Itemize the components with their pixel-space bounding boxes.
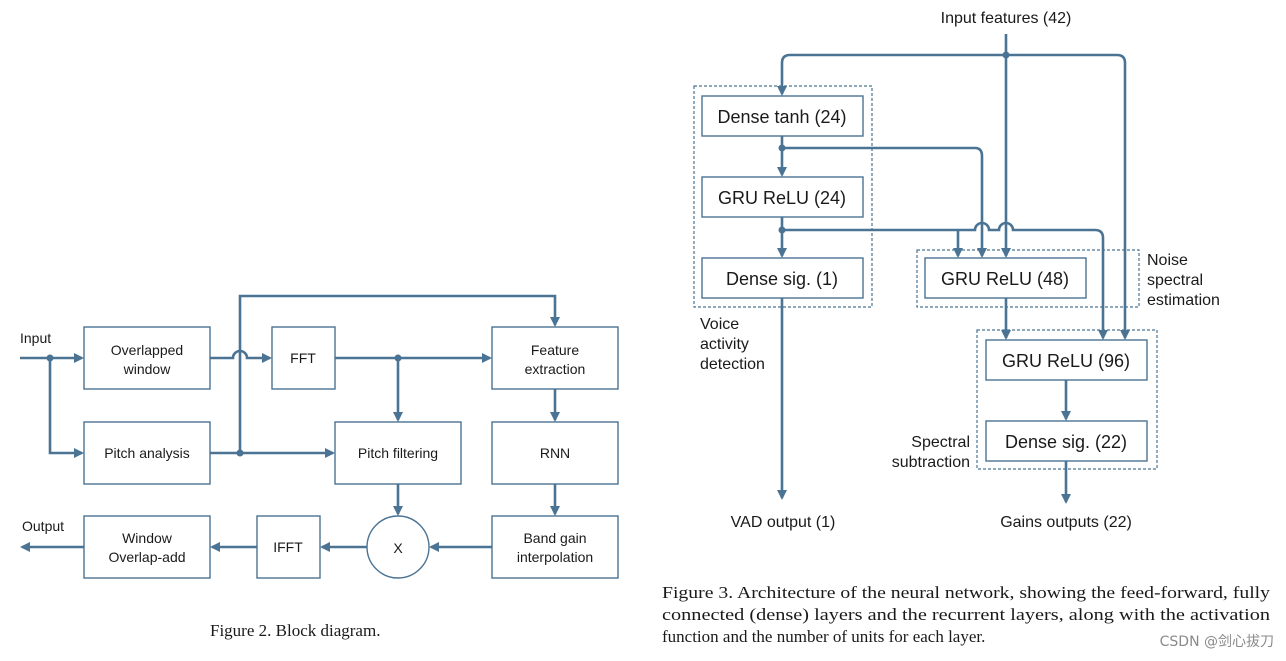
band-gain-label-2: interpolation xyxy=(517,549,593,565)
spectral-group xyxy=(976,329,1158,470)
figure2-caption: Figure 2. Block diagram. xyxy=(210,621,380,640)
figure2-block-diagram: Input Output Overlapped window FFT Featu… xyxy=(20,294,619,640)
feature-extraction-label-2: extraction xyxy=(525,361,586,377)
overlapped-window-label-2: window xyxy=(123,361,172,377)
input-to-dense-tanh xyxy=(777,53,1006,96)
watermark-text: CSDN @剑心拔刀 xyxy=(1160,634,1274,650)
dense-tanh-label: Dense tanh (24) xyxy=(717,107,846,127)
rnn-label: RNN xyxy=(540,445,570,461)
dense-tanh-box xyxy=(701,95,864,137)
vad-label-2: activity xyxy=(700,336,749,353)
dense-sig-22-label: Dense sig. (22) xyxy=(1005,432,1127,452)
pitch-filtering-label: Pitch filtering xyxy=(358,445,438,461)
gru24-to-gru-96 xyxy=(782,221,1108,340)
rnn-box xyxy=(491,421,619,485)
vad-output-label: VAD output (1) xyxy=(731,514,836,531)
input-label: Input xyxy=(20,330,51,346)
window-overlap-add-label-1: Window xyxy=(122,530,173,546)
figure3-caption-line-2: connected (dense) layers and the recurre… xyxy=(662,605,1271,624)
feature-extraction-label-1: Feature xyxy=(531,342,579,358)
multiply-label: X xyxy=(393,540,403,556)
noise-label-1: Noise xyxy=(1147,252,1188,269)
gru-relu-24-label: GRU ReLU (24) xyxy=(718,188,846,208)
band-gain-box xyxy=(491,515,619,579)
pitch-analysis-box xyxy=(83,421,211,485)
pitch-filtering-box xyxy=(334,421,462,485)
pitch-analysis-label: Pitch analysis xyxy=(104,445,190,461)
dense-sig-1-label: Dense sig. (1) xyxy=(726,269,838,289)
window-overlap-add-box xyxy=(83,515,211,579)
noise-group xyxy=(916,249,1140,308)
gru-relu-48-label: GRU ReLU (48) xyxy=(941,269,1069,289)
feature-extraction-box xyxy=(491,326,619,390)
gru-relu-96-label: GRU ReLU (96) xyxy=(1002,351,1130,371)
vad-label-3: detection xyxy=(700,356,765,373)
gru-relu-24-box xyxy=(701,176,864,218)
vad-label-1: Voice xyxy=(700,316,739,333)
overlapped-window-label-1: Overlapped xyxy=(111,342,183,358)
noise-label-2: spectral xyxy=(1147,272,1203,289)
overlapped-window-box xyxy=(83,326,211,390)
band-gain-label-1: Band gain xyxy=(523,530,586,546)
dense-sig-22-box xyxy=(985,420,1148,462)
spectral-label-1: Spectral xyxy=(911,434,970,451)
output-label: Output xyxy=(22,518,64,534)
figure3-network: Input features (42) Dense tanh (24) GRU … xyxy=(662,10,1271,646)
spectral-label-2: subtraction xyxy=(892,454,970,471)
gru-relu-96-box xyxy=(985,339,1148,381)
ifft-label: IFFT xyxy=(273,539,303,555)
gru-relu-48-box xyxy=(924,257,1087,299)
input-to-pitch-analysis xyxy=(48,358,84,458)
pitch-to-feature xyxy=(238,294,560,453)
noise-label-3: estimation xyxy=(1147,292,1220,309)
ifft-box xyxy=(256,515,321,579)
input-features-label: Input features (42) xyxy=(941,10,1072,27)
window-overlap-add-label-2: Overlap-add xyxy=(108,549,185,565)
figure3-caption-line-1: Figure 3. Architecture of the neural net… xyxy=(662,583,1271,602)
tanh-to-gru-48 xyxy=(782,146,987,258)
fft-box xyxy=(271,326,336,390)
fft-label: FFT xyxy=(290,350,316,366)
figure3-caption-line-3: function and the number of units for eac… xyxy=(662,627,985,646)
input-to-gru-96 xyxy=(1006,53,1130,340)
gains-output-label: Gains outputs (22) xyxy=(1000,514,1132,531)
